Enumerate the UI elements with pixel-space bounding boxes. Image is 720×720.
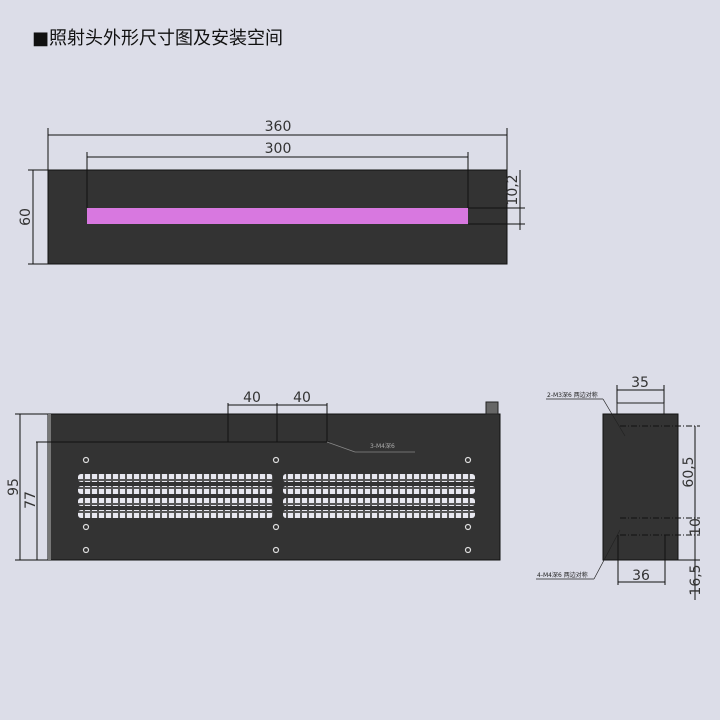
- dim-front-height: 95: [6, 478, 22, 496]
- dim-spacing-1: 40: [243, 390, 261, 406]
- connector-side: [616, 402, 665, 415]
- dim-side-width: 35: [631, 375, 649, 391]
- dim-bottom-width: 36: [632, 568, 650, 584]
- dim-height: 60: [18, 208, 34, 226]
- note-top-holes: 2-M3深6 两边对称: [547, 391, 598, 399]
- dim-emitter-width: 10,2: [505, 174, 521, 205]
- head-body-side: [602, 413, 679, 561]
- dim-spacing-2: 40: [293, 390, 311, 406]
- front-view: 40 40 3-M4深6 95 77: [6, 390, 501, 561]
- vent-slots: [78, 474, 475, 518]
- dim-mid: 10: [688, 518, 704, 536]
- mounting-holes: [82, 456, 472, 554]
- top-view: 360 300 60 10,2: [18, 119, 525, 265]
- emitter-window: [87, 208, 468, 224]
- side-view: 35 60,5 10 16,5 36 2-M3深6 两边对称 4-M4深6 两边…: [536, 375, 704, 600]
- note-bottom-holes: 4-M4深6 两边对称: [537, 571, 588, 579]
- hole-note-front: 3-M4深6: [370, 442, 395, 450]
- dim-upper: 60,5: [681, 456, 697, 487]
- dim-hole-height: 77: [23, 491, 39, 509]
- dim-overall-length: 360: [265, 119, 292, 135]
- connector: [485, 401, 499, 415]
- dim-emitter-length: 300: [265, 141, 292, 157]
- dim-lower: 16,5: [688, 564, 704, 595]
- page-title: ■照射头外形尺寸图及安装空间: [32, 28, 284, 49]
